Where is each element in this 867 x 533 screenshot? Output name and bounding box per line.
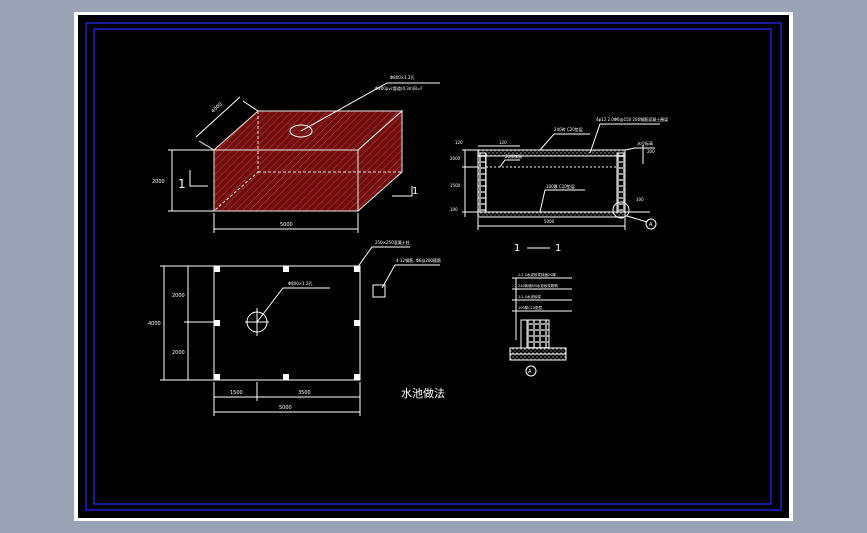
frame-outer	[85, 22, 782, 511]
section-top-slab	[477, 149, 626, 157]
drawing-title: 水池做法	[401, 386, 445, 400]
plan-dim-right: 3500	[298, 390, 311, 396]
iso-hole-label-2: Φ800pvc管道(0.3m)B=F	[375, 85, 423, 91]
plan-post-detail	[372, 284, 386, 298]
section-base-slab	[477, 211, 626, 218]
plan-hole-label: Φ800×1.2孔	[288, 280, 313, 286]
iso-dim-height: 2000	[152, 179, 165, 185]
section-wall-left	[477, 152, 487, 213]
section-title-right: 1	[555, 243, 561, 254]
section-view	[462, 123, 660, 249]
section-dim-base: 100	[450, 207, 458, 212]
plan-dim-lower: 2000	[172, 350, 185, 356]
detail-ref-circle	[525, 365, 537, 377]
plan-dim-total-w: 5000	[279, 405, 292, 411]
detail-sub	[509, 353, 567, 361]
plan-corner-label: 250×250混凝土柱	[375, 239, 410, 245]
detail-view	[509, 277, 572, 377]
plan-post-leader	[381, 264, 440, 289]
plan-dim-total-h: 4000	[148, 321, 161, 327]
section-mid-label: 20厚抹面	[505, 153, 522, 159]
iso-hole	[289, 124, 313, 138]
section-right-dim: 200	[647, 149, 655, 154]
iso-hole-leader	[300, 82, 440, 132]
section-top-note: 4φ12 2.0Φ6@150 200钢筋混凝土圈梁	[596, 116, 668, 122]
section-dim-top: 2000	[450, 156, 461, 161]
plan-hole-leader	[256, 287, 330, 323]
plan-dim-upper: 2000	[172, 293, 185, 299]
section-dim-wall-left: 120	[455, 140, 463, 145]
section-detail-ref	[645, 218, 657, 230]
section-right-base: 100	[636, 197, 644, 202]
section-title-left: 1	[514, 243, 520, 254]
iso-dim-width: 5000	[280, 222, 293, 228]
plan-corner-leader	[356, 246, 410, 269]
detail-label-2: 240砖墙M5水泥砂浆砌筑	[518, 283, 558, 288]
iso-side-face	[357, 109, 403, 213]
plan-post-label: 4-12钢筋, Φ6@200箍筋	[396, 257, 441, 263]
detail-ref-label: A	[528, 369, 532, 375]
detail-label-3: 1:2.5水泥砂浆	[518, 294, 541, 299]
section-top-label: 240砖 C20垫层	[554, 126, 583, 132]
plan-posts	[214, 266, 360, 380]
section-dim-width: 5000	[544, 219, 555, 224]
section-detail-ref-label: A	[649, 222, 653, 228]
section-dim-mid: 1500	[450, 183, 461, 188]
section-dim-wall-right: 120	[499, 140, 507, 145]
iso-section-mark-left: 1	[178, 177, 186, 191]
section-detail-circle	[612, 201, 630, 219]
detail-wall	[526, 319, 550, 349]
frame-inner	[93, 28, 772, 505]
iso-view	[168, 82, 440, 233]
detail-base	[509, 347, 567, 355]
iso-front-face	[213, 149, 359, 212]
detail-label-4: 100厚C10垫层	[518, 305, 543, 310]
section-wall-right	[616, 152, 626, 213]
detail-render	[520, 319, 528, 349]
section-base-label: 100厚 C10垫层	[546, 183, 575, 189]
detail-label-1: 1:2.5水泥砂浆抹面20厚	[518, 272, 556, 277]
section-right-label: 水位标高	[637, 140, 653, 146]
iso-section-mark-right: 1	[412, 186, 418, 197]
plan-dim-left: 1500	[230, 390, 243, 396]
iso-hole-label-1: Φ800×1.2孔	[390, 74, 415, 80]
